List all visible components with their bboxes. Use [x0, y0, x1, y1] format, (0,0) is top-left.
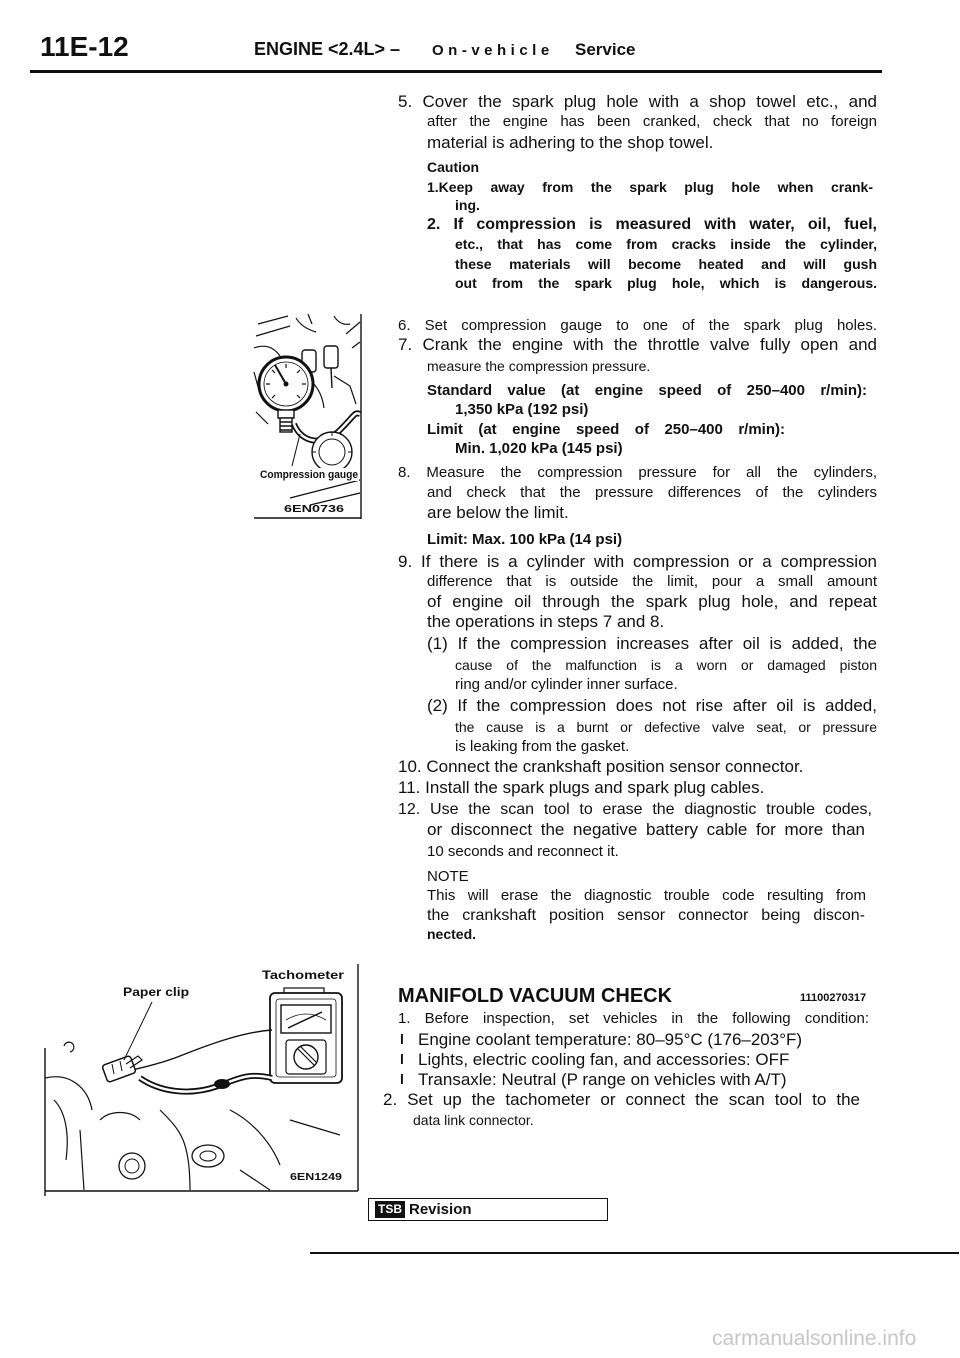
- footer-rule: [310, 1252, 959, 1254]
- connector: [101, 1055, 137, 1083]
- step-5-line-1: 5. Cover the spark plug hole with a shop…: [398, 92, 877, 111]
- step-6: 6. Set compression gauge to one of the s…: [398, 317, 877, 334]
- note-line-3: nected.: [427, 926, 477, 942]
- step-10: 10. Connect the crankshaft position sens…: [398, 757, 804, 776]
- section-code: 11100270317: [800, 992, 867, 1004]
- figure-frame: [44, 964, 359, 1196]
- step-8-line-2: and check that the pressure differences …: [427, 484, 877, 501]
- compression-gauge-label: Compression gauge: [260, 469, 358, 481]
- paper-clip-icon: [125, 1055, 143, 1069]
- compression-gauge-dial: [257, 355, 315, 413]
- paper-clip-leader-line: [123, 1001, 153, 1061]
- tachometer-label: Tachometer: [262, 968, 344, 982]
- meter-window: [280, 1004, 332, 1034]
- page-number: 11E-12: [40, 31, 129, 62]
- step-8-line-3: are below the limit.: [427, 503, 569, 522]
- step-12-line-2: or disconnect the negative battery cable…: [427, 820, 865, 839]
- mvc-step-2-line-1: 2. Set up the tachometer or connect the …: [383, 1090, 860, 1109]
- step-7-line-2: measure the compression pressure.: [427, 358, 651, 374]
- compression-gauge-figure: Compression gauge 6EN0736: [253, 313, 362, 519]
- step-9-line-2: difference that is outside the limit, po…: [427, 573, 877, 590]
- step-9-line-1: 9. If there is a cylinder with compressi…: [398, 552, 877, 571]
- caution-item-2-line-2: etc., that has come from cracks inside t…: [455, 236, 877, 252]
- condition-coolant-temperature: Engine coolant temperature: 80–95°C (176…: [418, 1030, 803, 1049]
- subsection-title: On-vehicle: [432, 42, 554, 59]
- step-5-line-2: after the engine has been cranked, check…: [427, 113, 877, 130]
- harness-hose: [138, 1072, 273, 1095]
- caution-item-2-line-3: these materials will become heated and w…: [455, 256, 877, 272]
- mvc-step-2-line-2: data link connector.: [413, 1112, 534, 1128]
- step-9-sub-1-line-3: ring and/or cylinder inner surface.: [455, 676, 678, 693]
- bullet-icon: l: [400, 1031, 404, 1047]
- oil-filler-cap: [311, 431, 353, 473]
- watermark: carmanualsonline.info: [712, 1327, 917, 1350]
- tachometer-figure: Tachometer Paper clip 6EN1249: [44, 964, 359, 1196]
- section-title: ENGINE <2.4L> –: [254, 39, 401, 59]
- service-label: Service: [575, 40, 636, 59]
- tachometer-lead-wire: [131, 1029, 273, 1071]
- step-9-sub-1-line-2: cause of the malfunction is a worn or da…: [455, 657, 877, 673]
- standard-value: 1,350 kPa (192 psi): [455, 401, 589, 418]
- header-rule: [30, 70, 882, 73]
- note-title: NOTE: [427, 868, 469, 885]
- caution-item-2-line-1: 2. If compression is measured with water…: [427, 216, 877, 233]
- note-line-1: This will erase the diagnostic trouble c…: [427, 887, 866, 904]
- revision-label: Revision: [409, 1200, 472, 1218]
- tsb-revision-box: TSB Revision: [368, 1198, 608, 1221]
- engine-bolt-parts: [118, 1144, 225, 1180]
- figure-code: 6EN1249: [290, 1171, 342, 1183]
- step-12-line-1: 12. Use the scan tool to erase the diagn…: [398, 801, 872, 818]
- caution-item-1-line-1: 1.Keep away from the spark plug hole whe…: [427, 179, 873, 195]
- step-5-line-3: material is adhering to the shop towel.: [427, 133, 714, 152]
- gauge-hose: [291, 410, 361, 444]
- tachometer-device: [269, 987, 343, 1084]
- note-line-2: the crankshaft position sensor connector…: [427, 907, 865, 924]
- paper-clip-label: Paper clip: [123, 985, 189, 999]
- figure-frame: [254, 314, 362, 519]
- engine-background-lines: [44, 1041, 341, 1191]
- limit-min-label: Limit (at engine speed of 250–400 r/min)…: [427, 421, 785, 438]
- bullet-icon: l: [400, 1051, 404, 1067]
- manifold-vacuum-check-title: MANIFOLD VACUUM CHECK: [398, 985, 673, 1007]
- caution-item-1-line-2: ing.: [455, 197, 480, 213]
- step-9-line-4: the operations in steps 7 and 8.: [427, 612, 665, 631]
- standard-value-label: Standard value (at engine speed of 250–4…: [427, 382, 867, 399]
- caution-title: Caution: [427, 159, 480, 175]
- caution-item-2-line-4: out from the spark plug hole, which is d…: [455, 275, 877, 291]
- step-11: 11. Install the spark plugs and spark pl…: [398, 778, 765, 797]
- condition-lights-accessories: Lights, electric cooling fan, and access…: [418, 1050, 790, 1069]
- tsb-badge: TSB: [375, 1201, 405, 1218]
- bullet-icon: l: [400, 1071, 404, 1087]
- mvc-step-1: 1. Before inspection, set vehicles in th…: [398, 1010, 869, 1027]
- step-12-line-3: 10 seconds and reconnect it.: [427, 843, 619, 860]
- step-9-sub-2-line-1: (2) If the compression does not rise aft…: [427, 696, 877, 715]
- limit-min-value: Min. 1,020 kPa (145 psi): [455, 440, 623, 457]
- step-9-sub-1-line-1: (1) If the compression increases after o…: [427, 634, 877, 653]
- limit-difference: Limit: Max. 100 kPa (14 psi): [427, 531, 623, 548]
- condition-transaxle: Transaxle: Neutral (P range on vehicles …: [418, 1070, 787, 1089]
- step-9-sub-2-line-3: is leaking from the gasket.: [455, 738, 630, 755]
- gauge-needle: [274, 364, 287, 385]
- step-7-line-1: 7. Crank the engine with the throttle va…: [398, 335, 877, 354]
- figure-code: 6EN0736: [284, 503, 344, 515]
- step-9-line-3: of engine oil through the spark plug hol…: [427, 592, 877, 611]
- step-9-sub-2-line-2: the cause is a burnt or defective valve …: [455, 719, 877, 735]
- label-leader-line: [291, 433, 301, 467]
- gauge-adapter: [277, 409, 295, 433]
- step-8-line-1: 8. Measure the compression pressure for …: [398, 464, 877, 481]
- meter-needle: [287, 1011, 323, 1029]
